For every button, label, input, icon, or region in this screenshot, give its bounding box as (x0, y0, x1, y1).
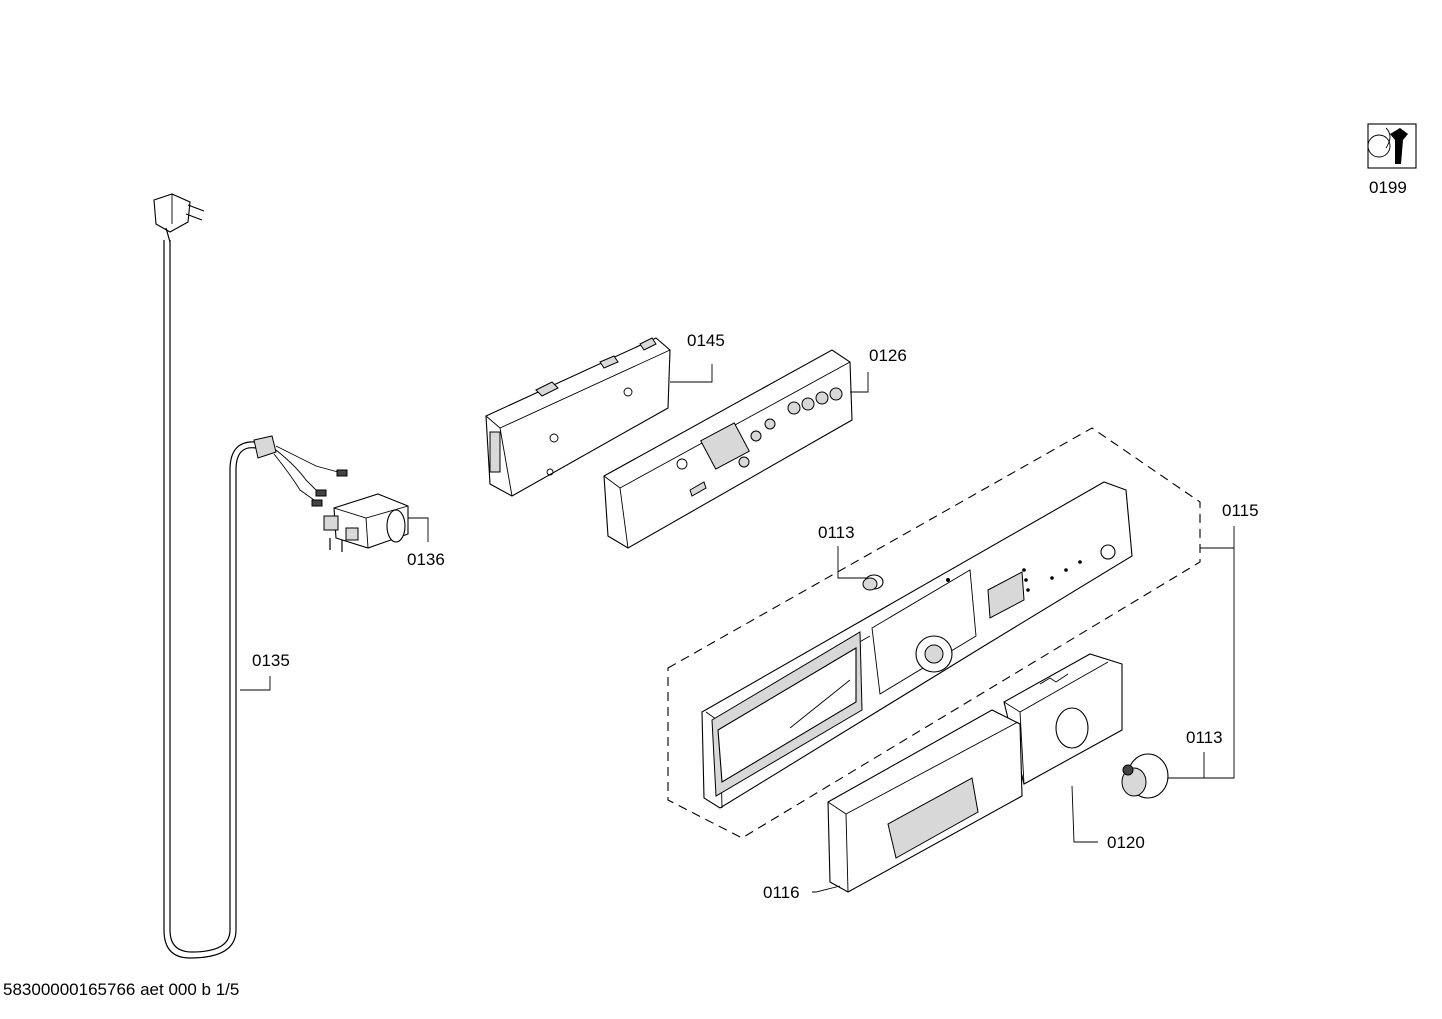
power-cable (153, 193, 348, 959)
callout-0145: 0145 (687, 331, 725, 350)
control-panel-fascia (701, 481, 1133, 809)
program-knob (1121, 753, 1169, 799)
service-tool-icon (1367, 123, 1417, 169)
callout-0116: 0116 (763, 883, 800, 902)
interference-suppressor (323, 493, 409, 552)
module-0126 (603, 349, 853, 549)
callout-0120: 0120 (1107, 833, 1145, 852)
assembly-group-frame (667, 427, 1201, 839)
module-0145 (485, 337, 671, 497)
callout-0113-small-knob: 0113 (818, 523, 855, 542)
callout-0115: 0115 (1222, 501, 1259, 520)
drawer-handle-0116 (827, 709, 1023, 893)
cover-0120 (1003, 653, 1123, 785)
leader-lines (240, 364, 1235, 893)
document-id: 58300000165766 aet 000 b 1/5 (3, 980, 240, 999)
callout-0126: 0126 (869, 346, 907, 365)
callout-0135: 0135 (252, 651, 290, 670)
callout-0199: 0199 (1369, 178, 1407, 197)
small-knob (862, 574, 884, 591)
callout-0136: 0136 (407, 550, 445, 569)
callout-0113-program-knob: 0113 (1186, 728, 1223, 747)
